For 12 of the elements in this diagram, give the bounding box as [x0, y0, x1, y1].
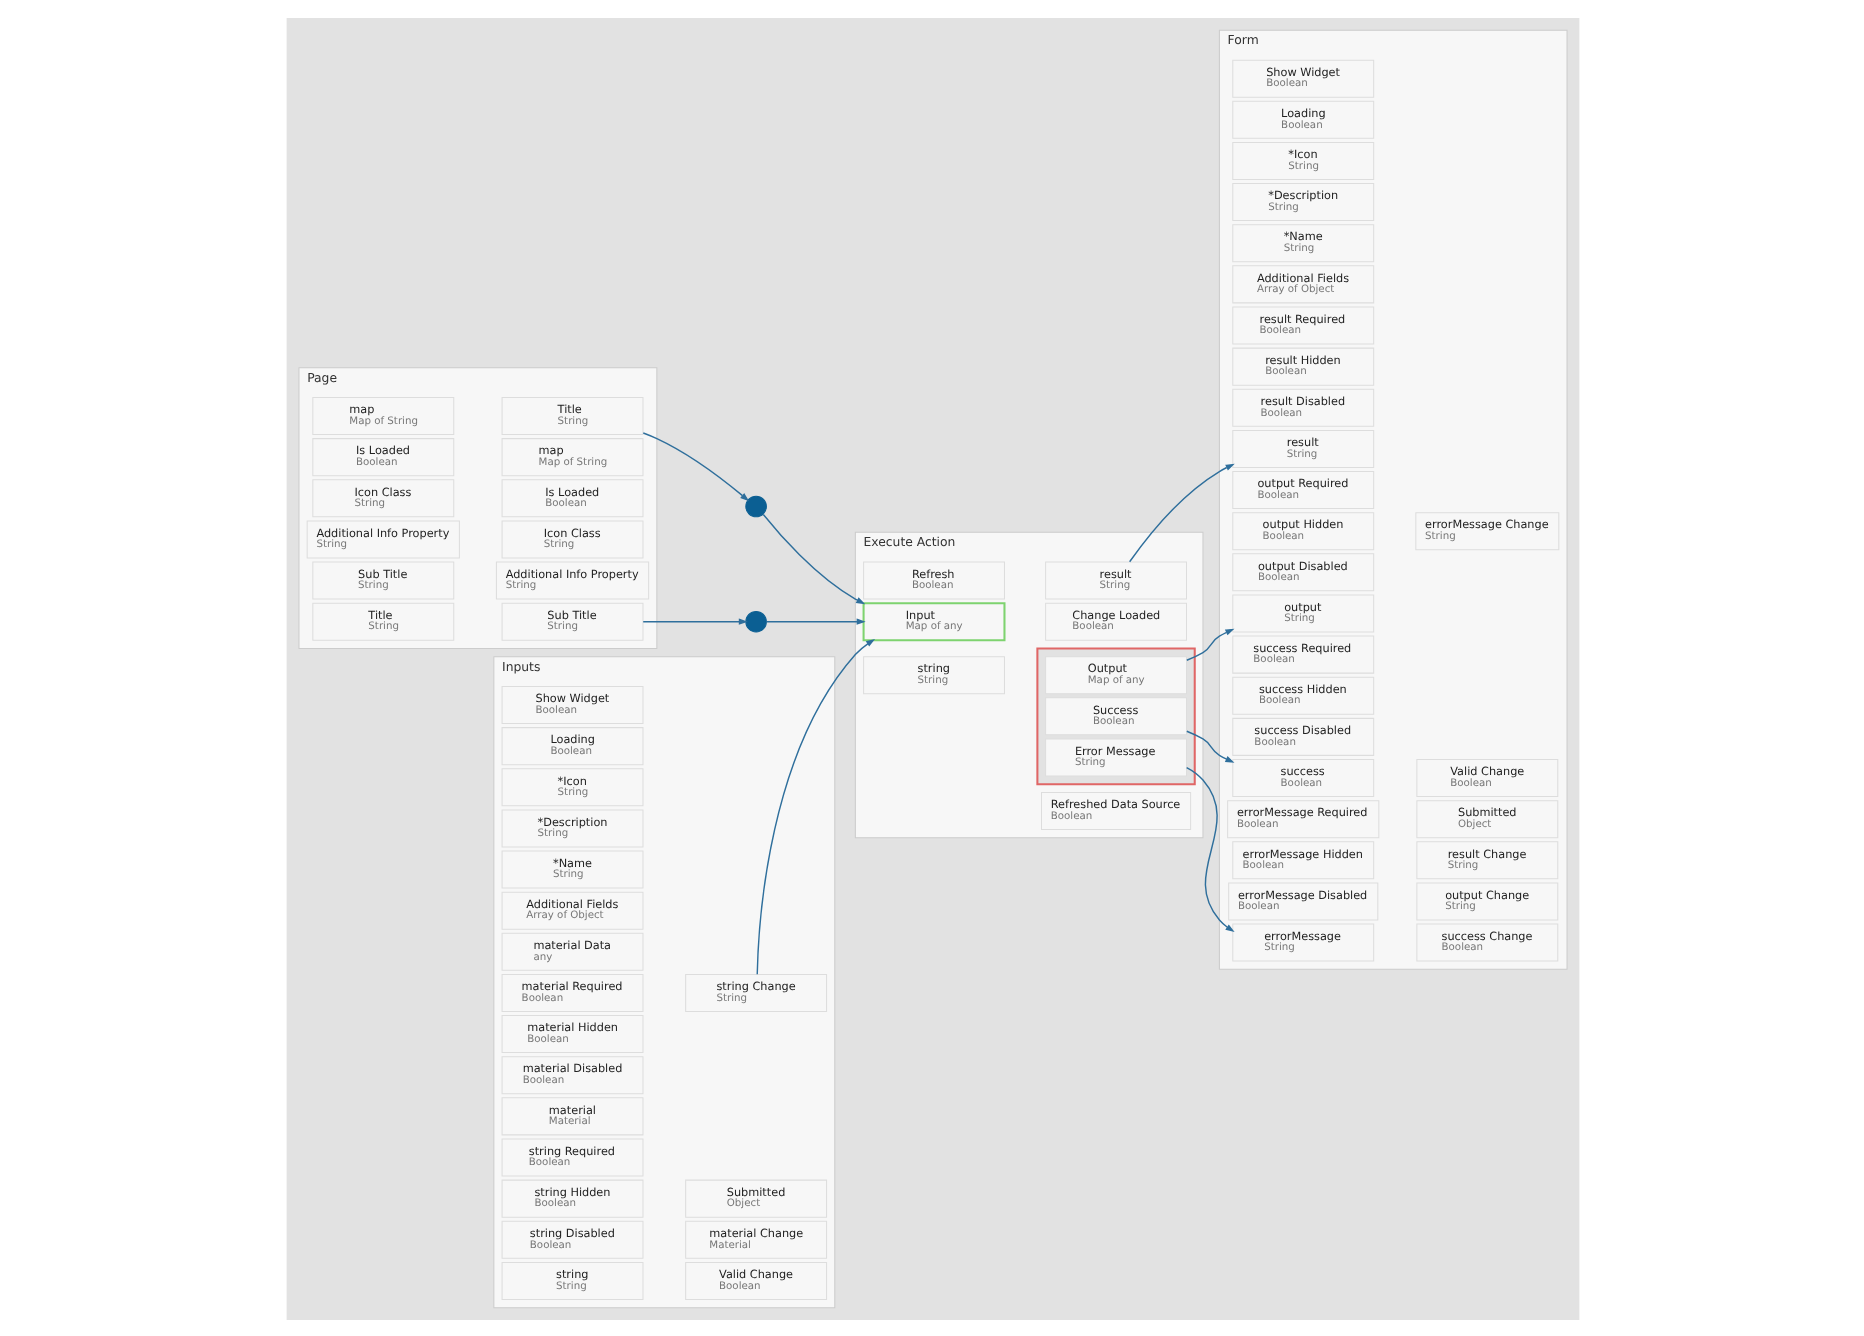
arrow	[764, 617, 865, 624]
arrow	[1127, 462, 1234, 562]
arrow	[761, 512, 865, 604]
arrow	[1185, 729, 1234, 762]
node-circle	[744, 494, 766, 517]
arrow	[1185, 627, 1234, 660]
arrow	[641, 617, 747, 624]
cluster	[1035, 646, 1195, 785]
node-circle	[744, 609, 766, 632]
arrow	[1184, 765, 1234, 932]
arrow	[641, 431, 749, 501]
arrow	[755, 638, 875, 974]
